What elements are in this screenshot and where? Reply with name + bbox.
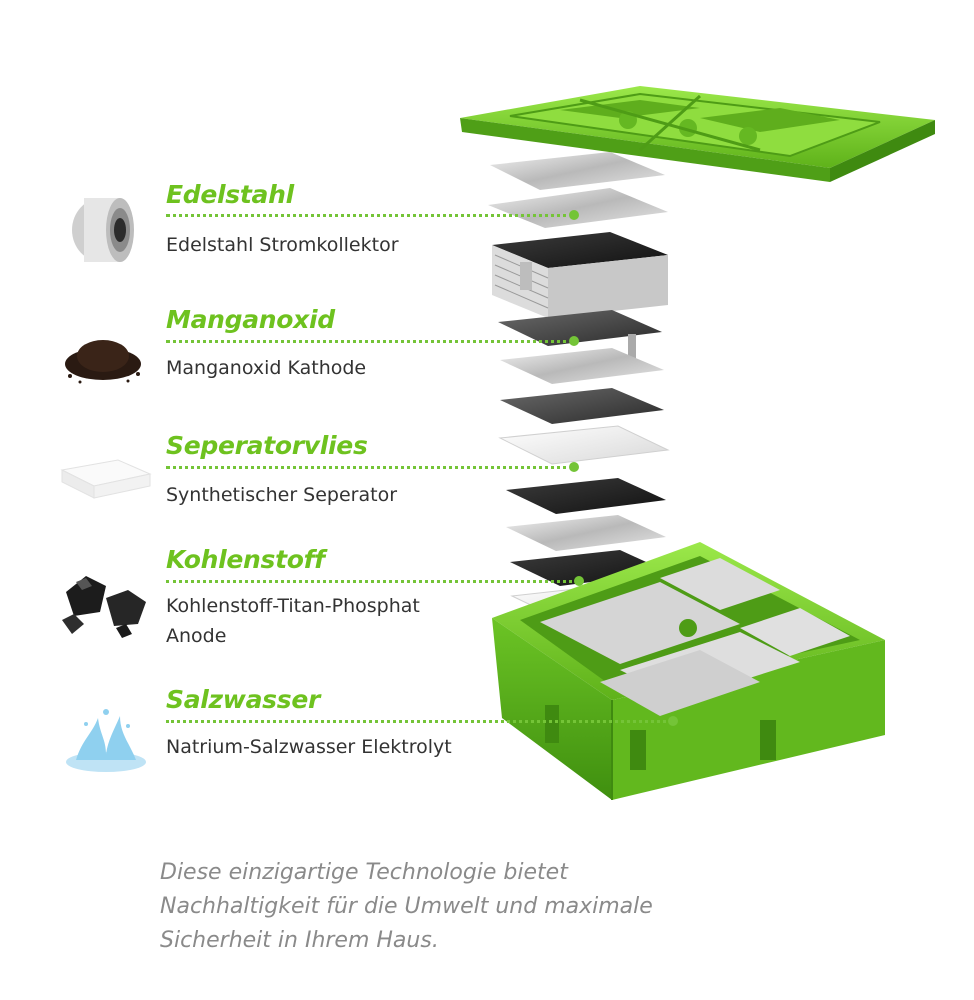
leader-line-edelstahl [166, 214, 574, 217]
layer-desc-seperatorvlies: Synthetischer Seperator [166, 484, 398, 506]
leader-line-seperatorvlies [166, 466, 574, 469]
manganese-powder-icon [65, 340, 141, 384]
caption-line-1: Diese einzigartige Technologie bietet [160, 860, 568, 885]
layer-title-manganoxid: Manganoxid [166, 305, 335, 334]
caption: Diese einzigartige Technologie bietet Na… [160, 856, 653, 958]
caption-line-2: Nachhaltigkeit für die Umwelt und maxima… [160, 894, 653, 919]
cell-plate-stack [488, 152, 670, 621]
leader-line-manganoxid [166, 340, 574, 343]
caption-line-3: Sicherheit in Ihrem Haus. [160, 928, 439, 953]
carbon-chunks-icon [62, 576, 146, 638]
leader-line-kohlenstoff [166, 580, 578, 583]
layer-desc-kohlenstoff-line2: Anode [166, 625, 227, 647]
leader-dot-manganoxid [569, 336, 579, 346]
leader-dot-salzwasser [668, 716, 678, 726]
leader-dot-edelstahl [569, 210, 579, 220]
layer-desc-salzwasser: Natrium-Salzwasser Elektrolyt [166, 736, 452, 758]
layer-title-kohlenstoff: Kohlenstoff [166, 545, 325, 574]
water-splash-icon [66, 709, 146, 772]
battery-base-housing [492, 542, 885, 800]
layer-title-salzwasser: Salzwasser [166, 685, 321, 714]
leader-dot-kohlenstoff [574, 576, 584, 586]
leader-dot-seperatorvlies [569, 462, 579, 472]
layer-title-seperatorvlies: Seperatorvlies [166, 431, 368, 460]
leader-line-salzwasser [166, 720, 672, 723]
separator-fleece-icon [60, 459, 152, 499]
layer-desc-manganoxid: Manganoxid Kathode [166, 357, 367, 379]
battery-lid [460, 86, 935, 182]
layer-desc-edelstahl: Edelstahl Stromkollektor [166, 234, 399, 256]
layer-title-edelstahl: Edelstahl [166, 180, 294, 209]
steel-roll-icon [72, 198, 134, 262]
layer-desc-kohlenstoff-line1: Kohlenstoff-Titan-Phosphat [166, 595, 420, 617]
